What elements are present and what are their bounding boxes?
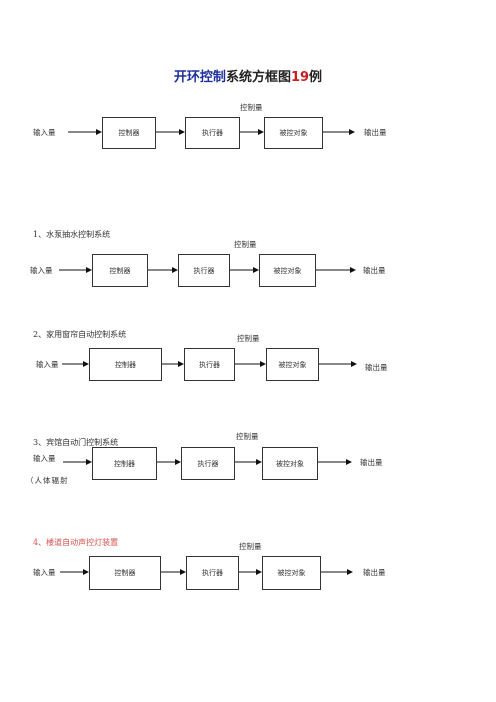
title-part-examples: 例 (309, 70, 323, 85)
output-label: 输出量 (363, 568, 386, 577)
input-label: 输入量 (33, 454, 56, 463)
control-signal-label: 控制量 (239, 542, 262, 551)
control-signal-label: 控制量 (236, 432, 259, 441)
plant-box: 被控对象 (262, 556, 321, 590)
section-heading: 4、楼道自动声控灯装置 (33, 538, 119, 547)
section-heading: 1、水泵抽水控制系统 (33, 230, 111, 239)
title-part-number: 19 (290, 70, 310, 85)
actuator-box: 执行器 (184, 348, 235, 381)
input-label: 输入量 (36, 360, 59, 369)
controller-box: 控制器 (89, 348, 162, 381)
control-signal-label: 控制量 (240, 103, 263, 112)
controller-box: 控制器 (92, 254, 148, 287)
controller-box: 控制器 (89, 556, 161, 590)
input-label: 输入量 (33, 568, 56, 577)
actuator-box: 执行器 (186, 556, 239, 590)
output-label: 输出量 (360, 458, 383, 467)
plant-box: 被控对象 (262, 447, 318, 480)
plant-box: 被控对象 (264, 117, 323, 149)
title-part-diagram: 系统方框图 (225, 70, 291, 85)
actuator-box: 执行器 (178, 254, 230, 287)
output-label: 输出量 (365, 363, 388, 372)
output-label: 输出量 (364, 128, 387, 137)
section-heading: 2、家用窗帘自动控制系统 (33, 330, 127, 339)
actuator-box: 执行器 (181, 447, 235, 480)
title-part-open-loop: 开环控制 (173, 70, 226, 85)
section-heading: 3、宾馆自动门控制系统 (33, 438, 119, 447)
plant-box: 被控对象 (266, 348, 319, 381)
input-label: 输入量 (33, 128, 56, 137)
controller-box: 控制器 (92, 447, 157, 480)
control-signal-label: 控制量 (234, 240, 257, 249)
plant-box: 被控对象 (259, 254, 316, 287)
input-note: （人体辐射 (26, 476, 69, 485)
controller-box: 控制器 (102, 117, 156, 149)
actuator-box: 执行器 (185, 117, 240, 149)
control-signal-label: 控制量 (237, 334, 260, 343)
input-label: 输入量 (30, 266, 53, 275)
output-label: 输出量 (363, 266, 386, 275)
page-title: 开环控制系统方框图19例 (0, 66, 496, 85)
